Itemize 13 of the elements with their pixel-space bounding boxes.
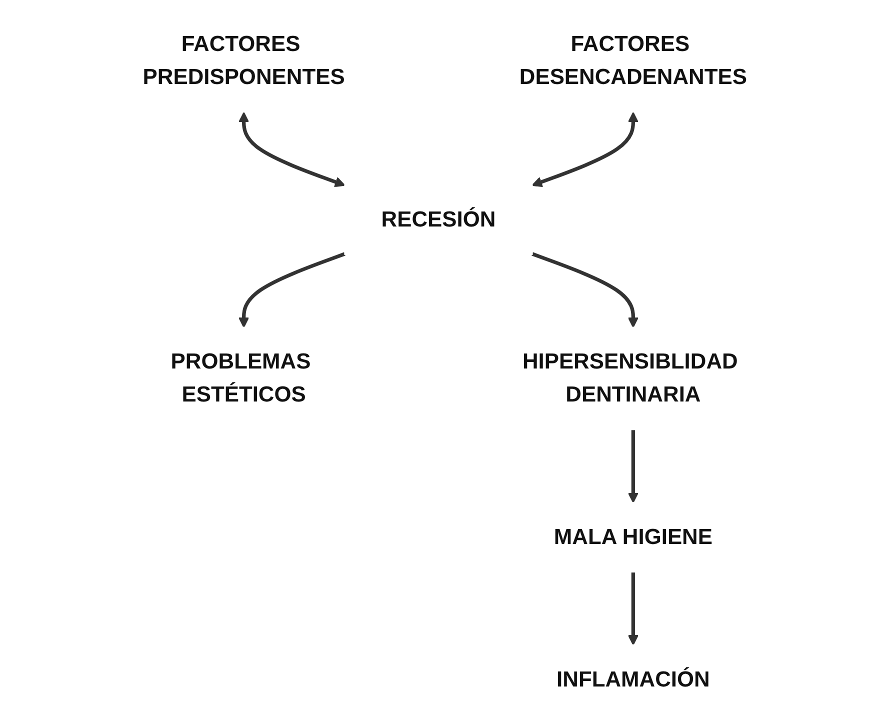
- node-text: PROBLEMAS ESTÉTICOS: [170, 349, 311, 406]
- node-text: MALA HIGIENE: [554, 524, 712, 549]
- arrow: [628, 430, 639, 504]
- arrow: [628, 572, 639, 646]
- arrow: [238, 252, 346, 328]
- arrow: [532, 112, 639, 188]
- arrow: [238, 112, 346, 188]
- node-text: FACTORES DESENCADENANTES: [519, 32, 747, 89]
- node-text: FACTORES PREDISPONENTES: [142, 32, 345, 89]
- node-text: RECESIÓN: [381, 206, 496, 232]
- arrow: [532, 252, 639, 328]
- node-text: INFLAMACIÓN: [556, 666, 710, 692]
- node-text: HIPERSENSIBLIDAD DENTINARIA: [522, 349, 738, 406]
